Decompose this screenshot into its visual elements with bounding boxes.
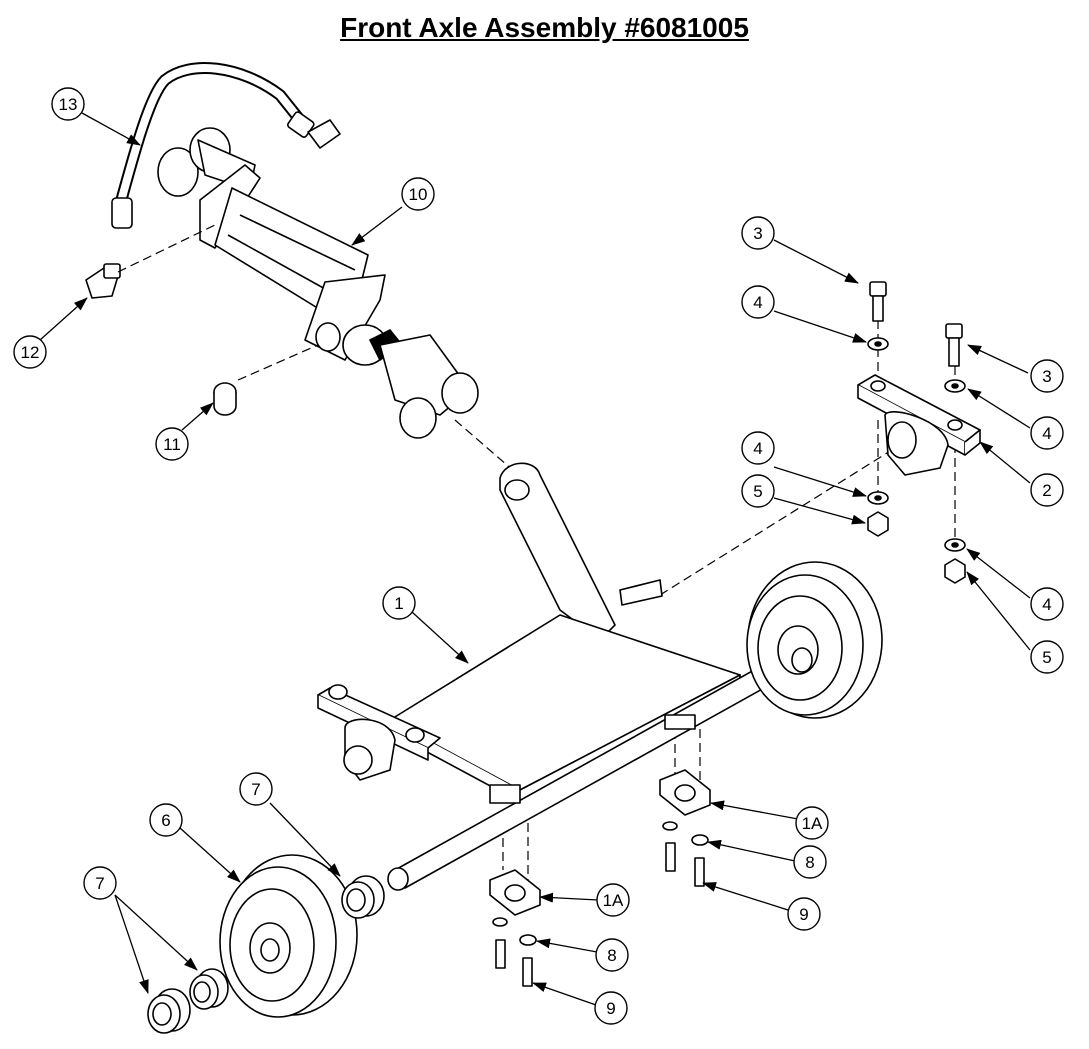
svg-text:13: 13 (59, 95, 78, 114)
shaft-collar-mid (189, 968, 229, 1010)
callout-9-right: 9 (787, 897, 821, 931)
right-wheel (746, 561, 883, 719)
bolt-upper-right (945, 323, 963, 367)
svg-text:2: 2 (1042, 481, 1051, 500)
svg-text:3: 3 (753, 224, 762, 243)
svg-text:9: 9 (799, 905, 808, 924)
callout-12: 12 (13, 335, 47, 369)
callout-7-inner: 7 (239, 772, 273, 806)
svg-text:9: 9 (606, 999, 615, 1018)
callout-1A-left: 1A (596, 883, 630, 917)
callout-8-left: 8 (595, 938, 629, 972)
callout-3-right: 3 (1030, 359, 1064, 393)
callout-7-outer: 7 (83, 866, 117, 900)
axle-clamp-left (489, 869, 541, 916)
diagram-title: Front Axle Assembly #6081005 (340, 12, 749, 43)
callout-8-right: 8 (793, 845, 827, 879)
callout-6: 6 (149, 803, 183, 837)
svg-text:5: 5 (1042, 648, 1051, 667)
callout-4-right: 4 (1030, 416, 1064, 450)
svg-text:4: 4 (753, 439, 762, 458)
callout-5-mid: 5 (741, 474, 775, 508)
callout-9-left: 9 (594, 991, 628, 1025)
callout-3-upper: 3 (741, 216, 775, 250)
callout-1A-right: 1A (795, 806, 829, 840)
bushing (213, 382, 237, 416)
svg-text:5: 5 (753, 482, 762, 501)
svg-text:4: 4 (1042, 424, 1051, 443)
callout-13: 13 (51, 87, 85, 121)
axle-clamp-right (659, 769, 711, 816)
elbow-fitting (85, 263, 121, 299)
left-wheel (219, 854, 358, 1018)
nut-a (867, 511, 889, 537)
svg-text:4: 4 (1042, 595, 1051, 614)
callout-5-lower: 5 (1030, 640, 1064, 674)
callout-11: 11 (155, 427, 189, 461)
svg-text:4: 4 (753, 293, 762, 312)
shaft-collar-inner (341, 875, 385, 919)
axle-frame (317, 462, 801, 891)
pillow-block-bearing (857, 374, 981, 476)
callout-4-upper: 4 (741, 285, 775, 319)
svg-text:8: 8 (607, 946, 616, 965)
callout-1: 1 (382, 586, 416, 620)
svg-text:1A: 1A (802, 814, 823, 833)
shaft-collar-outer (147, 988, 191, 1034)
callout-10: 10 (401, 177, 435, 211)
callout-4-lower: 4 (1030, 587, 1064, 621)
svg-text:1: 1 (394, 594, 403, 613)
callout-4-mid: 4 (741, 431, 775, 465)
callout-2: 2 (1030, 473, 1064, 507)
svg-text:7: 7 (251, 780, 260, 799)
svg-text:6: 6 (161, 811, 170, 830)
svg-text:11: 11 (163, 435, 181, 454)
svg-text:12: 12 (21, 343, 40, 362)
bolt-upper-left (869, 281, 887, 322)
svg-text:7: 7 (95, 874, 104, 893)
hydraulic-hose (111, 62, 341, 229)
nut-b (944, 558, 966, 584)
hydraulic-cylinder (157, 127, 479, 439)
svg-text:10: 10 (409, 185, 428, 204)
svg-text:8: 8 (805, 853, 814, 872)
svg-text:3: 3 (1042, 367, 1051, 386)
svg-text:1A: 1A (603, 891, 624, 910)
